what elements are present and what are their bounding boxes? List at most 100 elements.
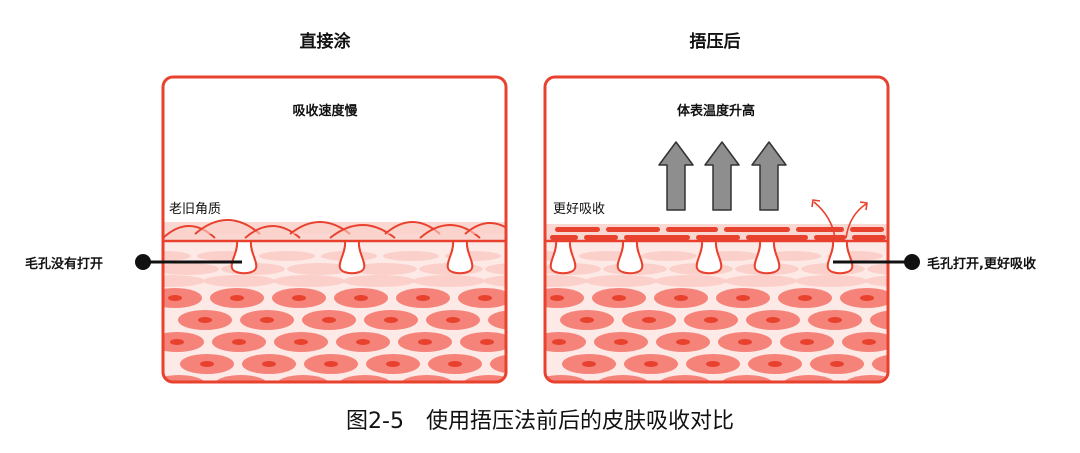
cell-nucleus <box>478 295 492 301</box>
keratin-dash <box>796 227 844 232</box>
skin-cell <box>658 375 712 382</box>
keratin-dash <box>724 227 790 232</box>
cell-nucleus <box>448 361 462 367</box>
left-panel-heading: 直接涂 <box>300 31 352 52</box>
keratin-scale <box>194 219 261 235</box>
skin-cell <box>287 263 351 275</box>
cell-nucleus <box>644 361 658 367</box>
keratin-dash <box>606 227 660 232</box>
skin-cell <box>867 263 888 275</box>
cell-nucleus <box>766 317 780 323</box>
skin-cell <box>163 375 206 382</box>
cell-nucleus <box>704 317 718 323</box>
cell-nucleus <box>862 339 876 345</box>
right-pointer-dot <box>904 254 920 270</box>
left-closed-pores <box>230 241 474 275</box>
cell-nucleus <box>510 361 524 367</box>
right-open-pores <box>549 241 854 275</box>
open-pore <box>826 241 854 275</box>
cell-nucleus <box>736 295 750 301</box>
closed-pore <box>446 241 474 275</box>
cell-nucleus <box>768 361 782 367</box>
cell-nucleus <box>198 317 212 323</box>
cell-nucleus <box>356 339 370 345</box>
left-panel-frame <box>161 75 508 384</box>
cell-nucleus <box>738 339 752 345</box>
left-layer-label: 老旧角质 <box>169 202 221 217</box>
left-pointer-dot <box>135 254 151 270</box>
skin-cell <box>545 375 588 382</box>
skin-cell <box>765 251 821 261</box>
cell-nucleus <box>262 361 276 367</box>
cell-nucleus <box>200 361 214 367</box>
cell-nucleus <box>416 295 430 301</box>
skin-cell <box>203 275 275 287</box>
left-pore-pointer: 毛孔没有打开 <box>25 254 242 272</box>
left-pointer-label: 毛孔没有打开 <box>25 256 103 272</box>
right-top-label: 体表温度升高 <box>677 103 755 119</box>
heat-up-arrow-3 <box>751 141 787 211</box>
cell-nucleus <box>830 361 844 367</box>
skin-cell <box>870 310 888 330</box>
cell-nucleus <box>860 295 874 301</box>
keratin-scale <box>464 222 506 235</box>
left-old-keratin-scales <box>163 219 506 239</box>
skin-cell <box>490 354 506 374</box>
right-pointer-label: 毛孔打开,更好吸收 <box>927 256 1037 272</box>
cell-nucleus <box>324 361 338 367</box>
keratin-dash <box>555 227 600 232</box>
heat-up-arrow-2 <box>704 141 740 211</box>
open-pore <box>695 241 723 275</box>
closed-pore <box>230 241 258 275</box>
skin-cell <box>214 375 268 382</box>
cell-nucleus <box>322 317 336 323</box>
keratin-dash <box>852 235 886 240</box>
skin-cell <box>483 275 506 287</box>
cell-nucleus <box>508 317 522 323</box>
left-panel: 吸收速度慢 老旧角质 <box>161 75 524 384</box>
right-panel-frame <box>543 75 890 384</box>
right-panel-heading: 捂压后 <box>690 31 741 52</box>
cell-nucleus <box>674 295 688 301</box>
keratin-dash <box>584 235 618 240</box>
cell-nucleus <box>354 295 368 301</box>
cell-nucleus <box>552 339 566 345</box>
skin-cell <box>400 375 454 382</box>
keratin-dash <box>696 235 740 240</box>
cell-nucleus <box>550 295 564 301</box>
keratin-dash <box>746 235 808 240</box>
skin-cell <box>273 275 345 287</box>
left-top-label: 吸收速度慢 <box>292 103 358 119</box>
skin-cell <box>383 251 439 261</box>
open-pore <box>753 241 781 275</box>
pore-release-arrows <box>811 199 868 239</box>
cell-nucleus <box>582 361 596 367</box>
skin-cell <box>596 375 650 382</box>
keratin-dash <box>666 227 718 232</box>
skin-cell <box>413 275 485 287</box>
cell-nucleus <box>292 295 306 301</box>
keratin-dash <box>814 235 846 240</box>
skin-cell <box>872 354 888 374</box>
open-pore <box>549 241 577 275</box>
cell-nucleus <box>294 339 308 345</box>
right-panel: 体表温度升高 更好吸收 <box>543 75 906 384</box>
cell-nucleus <box>800 339 814 345</box>
skin-cell <box>545 275 587 287</box>
cell-nucleus <box>170 339 184 345</box>
skin-cell <box>163 263 219 275</box>
cell-nucleus <box>168 295 182 301</box>
heat-up-arrow-1 <box>658 141 694 211</box>
skin-cell <box>641 251 697 261</box>
cell-nucleus <box>890 317 904 323</box>
skin-cell <box>276 375 330 382</box>
cell-nucleus <box>892 361 906 367</box>
skin-cell <box>585 275 657 287</box>
closed-pore <box>338 241 366 275</box>
skin-cell <box>655 275 727 287</box>
skin-cell <box>795 275 867 287</box>
right-layer-label: 更好吸收 <box>553 202 605 217</box>
skin-cell <box>865 275 888 287</box>
right-pore-pointer: 毛孔打开,更好吸收 <box>833 254 1037 272</box>
right-thin-keratin-dashes <box>550 227 886 240</box>
